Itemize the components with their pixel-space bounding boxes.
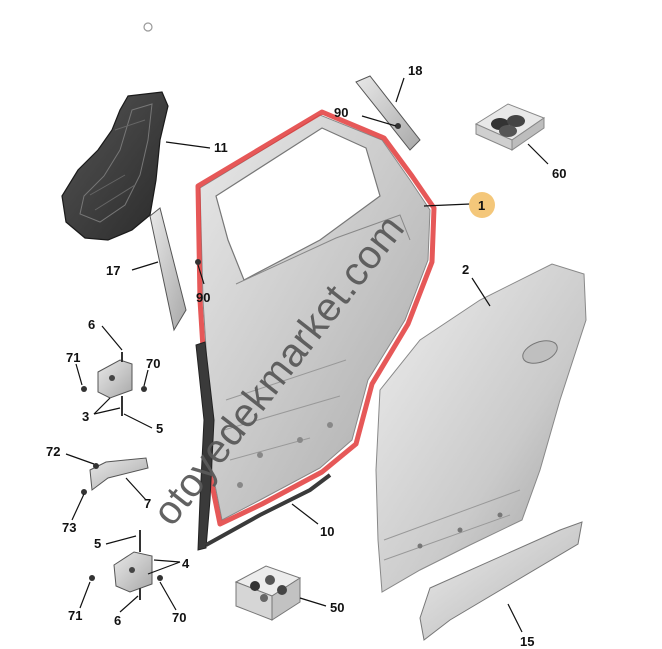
part-2-outer-panel: [375, 263, 587, 593]
registration-mark: [143, 22, 153, 32]
callout-6-lower: 6: [114, 613, 121, 628]
part-18-frame-trim: [355, 75, 421, 151]
callout-7: 7: [144, 496, 151, 511]
callout-18: 18: [408, 63, 422, 78]
callout-2: 2: [462, 262, 469, 277]
part-3-upper-hinge: [81, 352, 147, 416]
callout-90: 90: [334, 105, 348, 120]
callout-90-lower: 90: [196, 290, 210, 305]
callout-15: 15: [520, 634, 534, 649]
part-11-inner-trim-panel: [61, 91, 169, 241]
part-17-pillar-trim: [149, 207, 187, 332]
callout-50: 50: [330, 600, 344, 615]
callout-labels: 18 90 11 60 1 17 90 2 6 71 70 3 5 72 7 7…: [46, 63, 566, 649]
callout-17: 17: [106, 263, 120, 278]
part-7-door-check: [81, 457, 149, 495]
part-15-lower-moulding: [419, 521, 583, 641]
part-90-clip-lower: [195, 259, 201, 265]
callout-70-lower: 70: [172, 610, 186, 625]
callout-4: 4: [182, 556, 190, 571]
part-60-clip-package: [474, 103, 546, 151]
callout-1-badge: [469, 192, 495, 218]
callout-70: 70: [146, 356, 160, 371]
callout-73: 73: [62, 520, 76, 535]
part-4-lower-hinge: [89, 530, 163, 600]
callout-60: 60: [552, 166, 566, 181]
callout-5: 5: [156, 421, 163, 436]
callout-1: 1: [478, 198, 485, 213]
callout-5-lower: 5: [94, 536, 101, 551]
leader-lines: [65, 77, 549, 633]
callout-6: 6: [88, 317, 95, 332]
callout-71-lower: 71: [68, 608, 82, 623]
part-10-seal-strip: [195, 341, 332, 551]
callout-11: 11: [214, 140, 228, 155]
callout-10: 10: [320, 524, 334, 539]
callout-3: 3: [82, 409, 89, 424]
callout-71: 71: [66, 350, 80, 365]
part-90-clip-upper: [395, 123, 401, 129]
callout-72: 72: [46, 444, 60, 459]
part-50-fixing-kit: [234, 565, 302, 621]
